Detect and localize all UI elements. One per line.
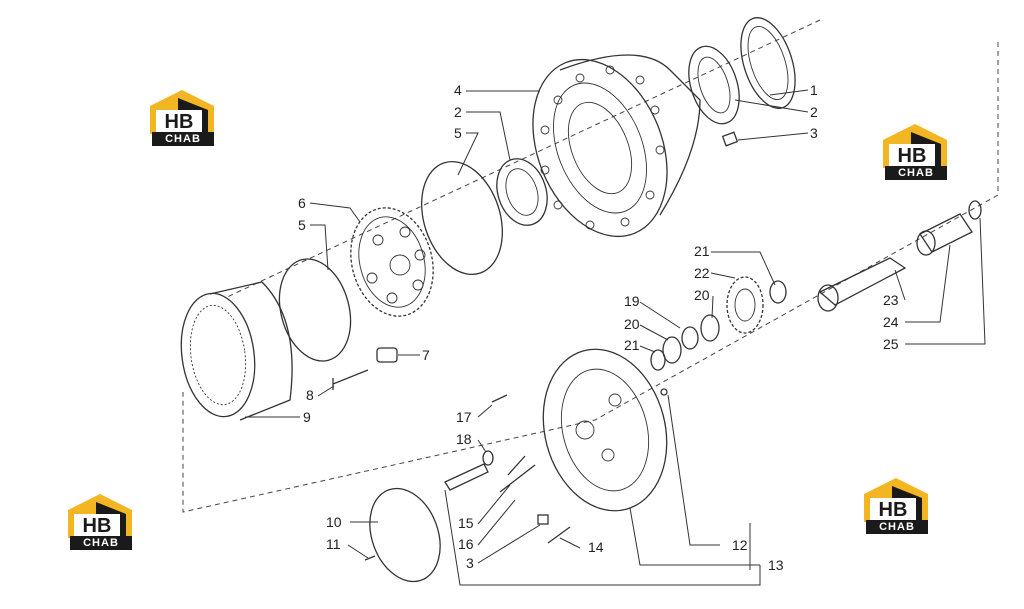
callout-8: 8 — [306, 387, 314, 403]
callout-17: 17 — [456, 409, 472, 425]
part-8-bolt — [332, 369, 369, 390]
callout-7: 7 — [422, 347, 430, 363]
brand-monogram: HB — [879, 499, 908, 521]
callout-23: 23 — [883, 292, 899, 308]
leader-lines — [245, 89, 986, 586]
part-20-bearing-right — [700, 314, 720, 342]
brand-tag: CHAB — [866, 520, 928, 534]
brand-logo-mark: HB — [150, 90, 214, 134]
callout-11: 11 — [326, 536, 341, 552]
part-24-sleeve — [916, 213, 973, 256]
part-12-plug — [660, 388, 668, 396]
callout-2-lower: 2 — [454, 104, 462, 120]
callout-25: 25 — [883, 336, 899, 352]
part-5-snap-ring-upper — [421, 160, 503, 276]
callout-22: 22 — [694, 265, 710, 281]
callout-3-lower: 3 — [466, 555, 474, 571]
part-17-screw — [491, 394, 508, 403]
callout-19: 19 — [624, 293, 640, 309]
part-1-seal — [740, 17, 796, 109]
part-15-pin — [507, 455, 526, 476]
callout-13: 13 — [768, 557, 784, 573]
part-13-cover-flange — [542, 348, 668, 512]
callout-20-left: 20 — [624, 316, 640, 332]
part-15-dowel — [444, 463, 489, 491]
part-2-bearing-upper — [688, 45, 740, 125]
brand-tag: CHAB — [152, 132, 214, 146]
brand-tag: CHAB — [885, 166, 947, 180]
brand-logo-bottom-right: HB CHAB — [858, 476, 934, 542]
part-14-stud — [547, 526, 571, 544]
callout-21-right: 21 — [694, 243, 710, 259]
brand-logo-mark: HB — [864, 478, 928, 522]
callout-5-lower: 5 — [298, 217, 306, 233]
part-10-cover-plate — [369, 487, 441, 583]
part-9-ring-gear — [180, 281, 293, 421]
part-23-sun-shaft — [817, 257, 907, 312]
part-16-stud — [499, 464, 536, 493]
part-11-screw — [364, 555, 376, 561]
callout-15: 15 — [458, 515, 474, 531]
brand-logo-top-right: HB CHAB — [877, 122, 953, 188]
callout-20-right: 20 — [694, 287, 710, 303]
brand-monogram: HB — [165, 111, 194, 133]
part-3-nut-upper — [721, 131, 739, 147]
callout-2-upper: 2 — [810, 104, 818, 120]
callout-6: 6 — [298, 195, 306, 211]
part-21-washer-left — [650, 349, 666, 371]
part-25-o-ring — [968, 200, 982, 220]
brand-tag: CHAB — [70, 536, 132, 550]
brand-monogram: HB — [83, 515, 112, 537]
callout-1: 1 — [810, 82, 818, 98]
part-18-washer — [482, 450, 494, 466]
callout-5-upper: 5 — [454, 125, 462, 141]
callout-12: 12 — [732, 537, 748, 553]
callout-18: 18 — [456, 431, 472, 447]
brand-logo-bottom-left: HB CHAB — [62, 492, 138, 558]
assembly-outline — [182, 42, 999, 513]
callout-9: 9 — [303, 409, 311, 425]
callout-14: 14 — [588, 539, 604, 555]
brand-logo-top-left: HB CHAB — [144, 88, 220, 154]
part-19-ring — [681, 326, 699, 350]
callout-24: 24 — [883, 314, 899, 330]
brand-logo-mark: HB — [68, 494, 132, 538]
part-20-bearing-left — [662, 336, 682, 364]
callout-16: 16 — [458, 536, 474, 552]
part-21-washer-right — [769, 280, 787, 304]
callout-10: 10 — [326, 514, 342, 530]
callout-3-upper: 3 — [810, 125, 818, 141]
callout-21-left: 21 — [624, 337, 640, 353]
part-3-nut-lower — [537, 514, 549, 525]
brand-logo-mark: HB — [883, 124, 947, 168]
brand-monogram: HB — [898, 145, 927, 167]
part-6-carrier — [350, 207, 434, 317]
part-2-bearing-lower — [496, 158, 548, 226]
part-22-gear — [726, 276, 764, 334]
part-4-hub-housing — [532, 54, 701, 238]
part-7-bushing — [376, 347, 398, 363]
part-5-snap-ring-lower — [278, 258, 352, 362]
callout-4: 4 — [454, 82, 462, 98]
